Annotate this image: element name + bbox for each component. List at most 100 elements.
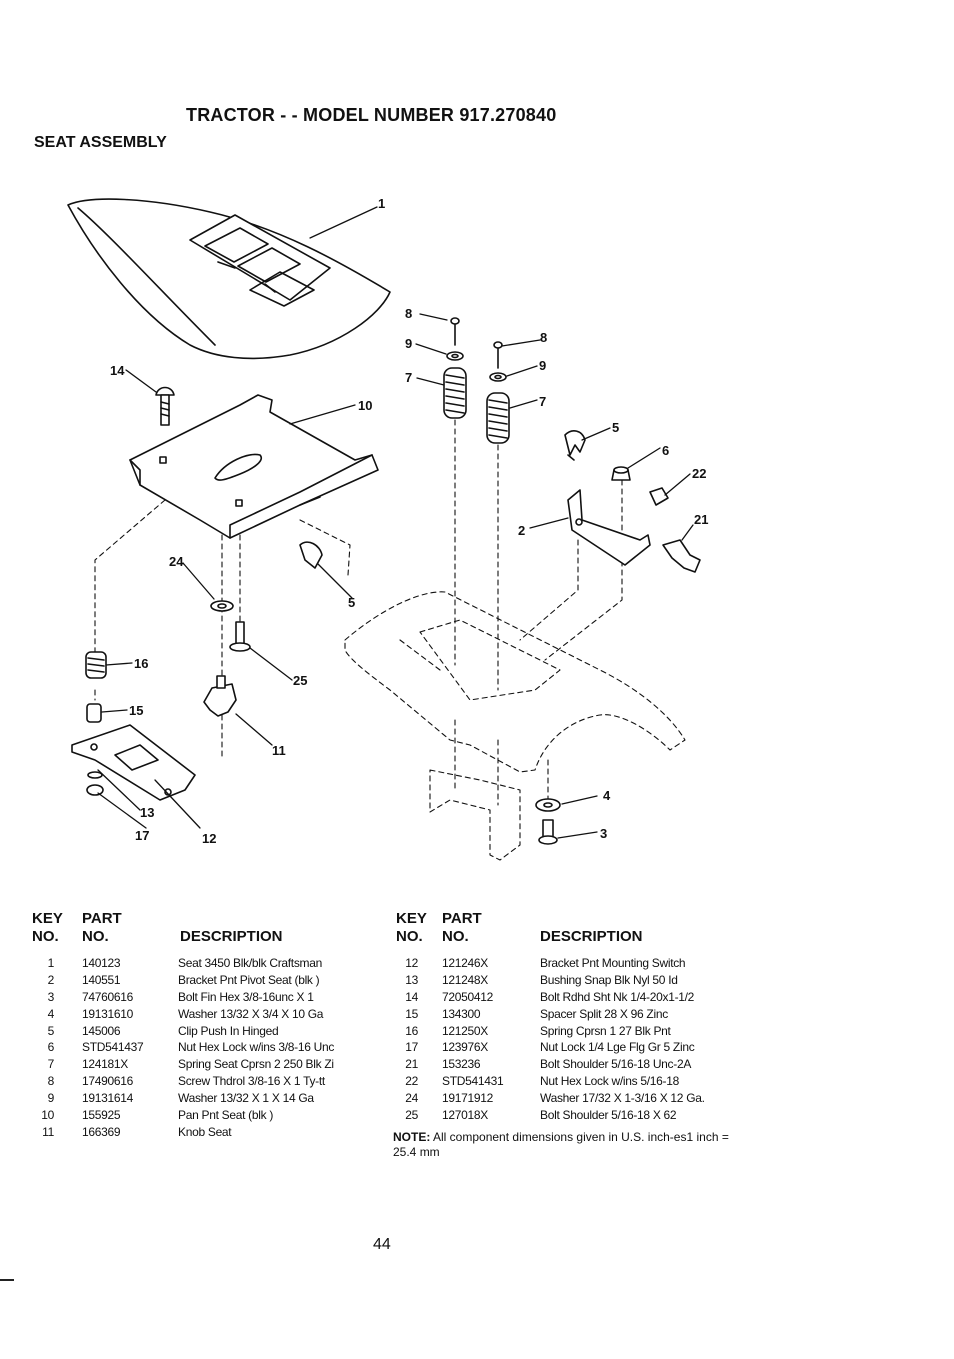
part-number: 155925	[82, 1108, 121, 1123]
callout-12: 12	[202, 831, 216, 846]
part-number: 140551	[82, 972, 121, 987]
part-number: 121250X	[442, 1023, 488, 1038]
edge-mark	[0, 1279, 14, 1281]
callout-14: 14	[110, 363, 125, 378]
part-number: 19131610	[82, 1006, 133, 1021]
callout-21: 21	[694, 512, 708, 527]
callout-7b: 7	[539, 394, 546, 409]
callout-5a: 5	[612, 420, 619, 435]
key-number: 12	[405, 956, 418, 970]
callout-5b: 5	[348, 595, 355, 610]
part-number: 166369	[82, 1124, 121, 1139]
page-title: TRACTOR - - MODEL NUMBER 917.270840	[186, 105, 557, 125]
part-number: 19131614	[82, 1091, 133, 1106]
part-description: Nut Lock 1/4 Lge Flg Gr 5 Zinc	[540, 1040, 695, 1055]
callout-3: 3	[600, 826, 607, 841]
callout-9a: 9	[405, 336, 412, 351]
key-number: 13	[405, 972, 418, 987]
part-description: Clip Push In Hinged	[178, 1023, 279, 1038]
key-number: 2	[47, 972, 55, 987]
callout-4: 4	[603, 788, 611, 803]
part-description: Washer 13/32 X 1 X 14 Ga	[178, 1091, 314, 1106]
key-number: 16	[405, 1023, 418, 1038]
key-number: 3	[47, 989, 55, 1004]
part-number: 140123	[82, 956, 121, 970]
part-description: Bolt Fin Hex 3/8-16unc X 1	[178, 989, 314, 1004]
callout-17: 17	[135, 828, 149, 843]
key-number: 9	[47, 1091, 55, 1106]
part-description: Spring Seat Cprsn 2 250 Blk Zi	[178, 1057, 334, 1072]
dimension-note: NOTE: All component dimensions given in …	[393, 1130, 729, 1159]
part-number: 121246X	[442, 956, 488, 970]
part-description: Screw Thdrol 3/8-16 X 1 Ty-tt	[178, 1074, 325, 1089]
callout-9b: 9	[539, 358, 546, 373]
key-number: 6	[47, 1040, 55, 1055]
key-number: 1	[47, 956, 55, 970]
part-number: 145006	[82, 1023, 121, 1038]
part-description: Bolt Rdhd Sht Nk 1/4-20x1-1/2	[540, 989, 695, 1004]
part-description: Bolt Shoulder 5/16-18 X 62	[540, 1108, 677, 1123]
key-number: 7	[47, 1057, 55, 1072]
callout-labels: 1 2 3 4 5 5 6 7 7 8 8 9 9 10 11 12 13 14…	[110, 196, 708, 846]
tractor-frame	[344, 591, 686, 861]
key-number: 8	[47, 1074, 55, 1089]
part-description: Spring Cprsn 1 27 Blk Pnt	[540, 1023, 671, 1038]
part-number: 19171912	[442, 1091, 493, 1106]
callout-8b: 8	[540, 330, 547, 345]
key-number: 24	[405, 1091, 418, 1106]
key-number: 11	[42, 1124, 54, 1139]
part-description: Knob Seat	[178, 1124, 232, 1139]
seat-part	[67, 198, 391, 360]
exploded-parts-diagram: 1 2 3 4 5 5 6 7 7 8 8 9 9 10 11 12 13 14…	[67, 196, 708, 861]
callout-8a: 8	[405, 306, 412, 321]
key-number: 10	[41, 1108, 54, 1123]
washer-and-bolt	[535, 798, 561, 845]
part-number: 123976X	[442, 1040, 488, 1055]
part-number: 127018X	[442, 1108, 488, 1123]
part-number: 72050412	[442, 989, 493, 1004]
part-description: Pan Pnt Seat (blk )	[178, 1108, 274, 1123]
part-description: Bushing Snap Blk Nyl 50 Id	[540, 972, 678, 987]
part-number: 74760616	[82, 989, 133, 1004]
key-number: 4	[47, 1006, 55, 1021]
part-description: Spacer Split 28 X 96 Zinc	[540, 1006, 668, 1021]
part-number: 17490616	[82, 1074, 133, 1089]
part-description: Washer 17/32 X 1-3/16 X 12 Ga.	[540, 1091, 705, 1106]
part-number: 124181X	[82, 1057, 128, 1072]
part-description: Seat 3450 Blk/blk Craftsman	[178, 956, 322, 970]
callout-7a: 7	[405, 370, 412, 385]
part-number: 121248X	[442, 972, 488, 987]
callout-6: 6	[662, 443, 669, 458]
callout-25: 25	[293, 673, 307, 688]
part-description: Bolt Shoulder 5/16-18 Unc-2A	[540, 1057, 692, 1072]
pivot-bracket-assembly	[564, 430, 701, 573]
part-description: Nut Hex Lock w/ins 5/16-18	[540, 1074, 679, 1089]
key-number: 25	[405, 1108, 418, 1123]
part-number: 153236	[442, 1057, 481, 1072]
callout-15: 15	[129, 703, 143, 718]
callout-1: 1	[378, 196, 385, 211]
page-number: 44	[373, 1236, 391, 1253]
part-description: Bracket Pnt Mounting Switch	[540, 956, 686, 970]
key-number: 17	[405, 1040, 418, 1055]
part-description: Nut Hex Lock w/ins 3/8-16 Unc	[178, 1040, 335, 1055]
part-number: STD541437	[82, 1040, 144, 1055]
callout-13: 13	[140, 805, 154, 820]
key-number: 22	[405, 1074, 418, 1089]
key-number: 15	[405, 1006, 418, 1021]
part-description: Bracket Pnt Pivot Seat (blk )	[178, 972, 320, 987]
seat-pan-part	[129, 394, 379, 539]
part-number: 134300	[442, 1006, 481, 1021]
section-title: SEAT ASSEMBLY	[34, 134, 167, 151]
key-number: 14	[405, 989, 418, 1004]
seat-springs-and-bolts	[443, 317, 510, 444]
part-description: Washer 13/32 X 3/4 X 10 Ga	[178, 1006, 324, 1021]
callout-16: 16	[134, 656, 148, 671]
part-number: STD541431	[442, 1074, 504, 1089]
callout-22: 22	[692, 466, 706, 481]
callout-11: 11	[272, 743, 286, 758]
callout-24: 24	[169, 554, 184, 569]
key-number: 5	[47, 1023, 55, 1038]
left-hardware	[71, 386, 323, 801]
callout-2: 2	[518, 523, 525, 538]
